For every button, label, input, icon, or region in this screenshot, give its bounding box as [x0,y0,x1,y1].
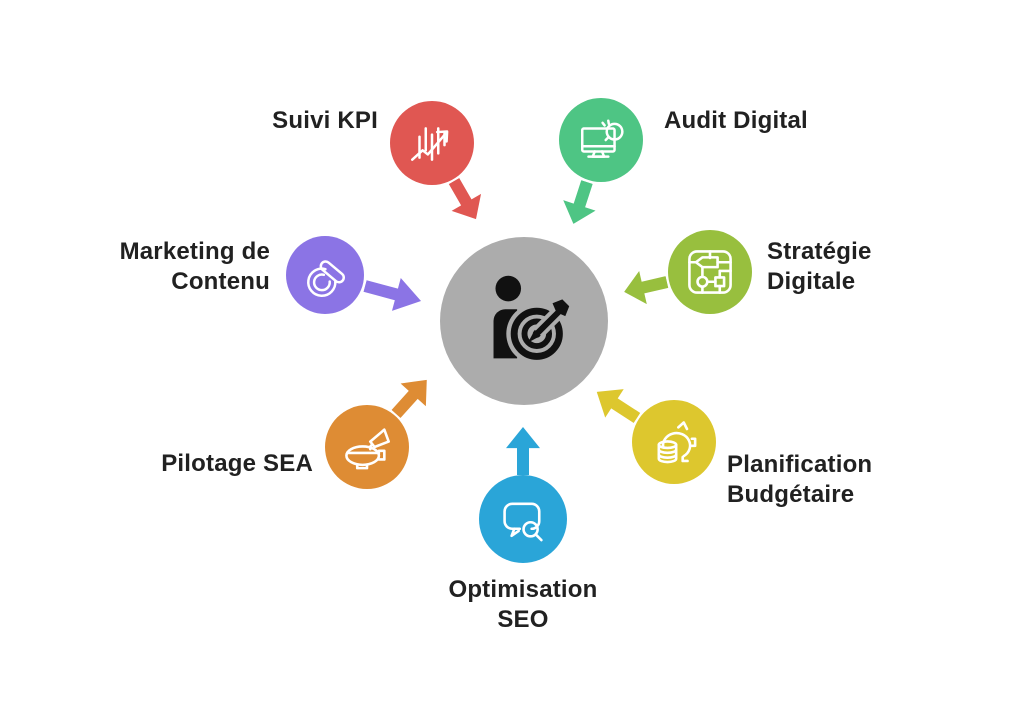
label-line: Budgétaire [727,481,855,508]
blimp-megaphone-icon [345,428,390,470]
arrow-shape [506,427,540,475]
person-target-icon [493,275,570,365]
label-line: Planification [727,451,873,478]
label-line: Stratégie [767,238,872,265]
label-suivi-kpi: Suivi KPI [158,106,378,136]
pilotage-sea-circle [325,405,409,489]
label-marketing-contenu: Marketing de Contenu [50,237,270,297]
label-audit-digital: Audit Digital [664,106,904,136]
pen-target-icon [307,260,346,297]
label-optimisation-seo: Optimisation SEO [403,575,643,635]
arrow-shape [391,379,427,419]
suivi-kpi-arrow [448,178,482,220]
arrow-shape [563,180,596,224]
label-line: Pilotage SEA [161,450,313,477]
strategie-digitale-arrow [624,270,669,305]
arrow-shape [363,277,422,311]
label-line: SEO [497,606,549,633]
label-line: Digitale [767,268,856,295]
pilotage-sea-arrow [391,379,427,419]
label-line: Marketing de [119,238,270,265]
suivi-kpi-circle [390,101,474,185]
arrow-shape [624,270,669,305]
kpi-chart-icon [410,127,449,161]
monitor-search-icon [581,119,624,158]
audit-digital-circle [559,98,643,182]
label-pilotage-sea: Pilotage SEA [93,449,313,479]
label-planification-budgetaire: Planification Budgétaire [727,450,967,510]
central-hub-circle [440,237,608,405]
planification-budgetaire-circle [632,400,716,484]
strategy-map-icon [688,250,732,294]
label-strategie-digitale: Stratégie Digitale [767,237,967,297]
chat-search-icon [503,502,543,542]
marketing-contenu-arrow [363,277,422,311]
arrow-shape [596,389,641,424]
label-line: Contenu [171,268,270,295]
label-line: Suivi KPI [272,107,378,134]
strategie-digitale-circle [668,230,752,314]
planification-budgetaire-arrow [596,389,641,424]
marketing-contenu-circle [286,236,364,314]
optimisation-seo-arrow [506,427,540,475]
arrow-shape [448,178,482,220]
piggy-bank-coins-icon [657,421,697,464]
label-line: Audit Digital [664,107,808,134]
audit-digital-arrow [563,180,596,224]
label-line: Optimisation [448,576,598,603]
optimisation-seo-circle [479,475,567,563]
